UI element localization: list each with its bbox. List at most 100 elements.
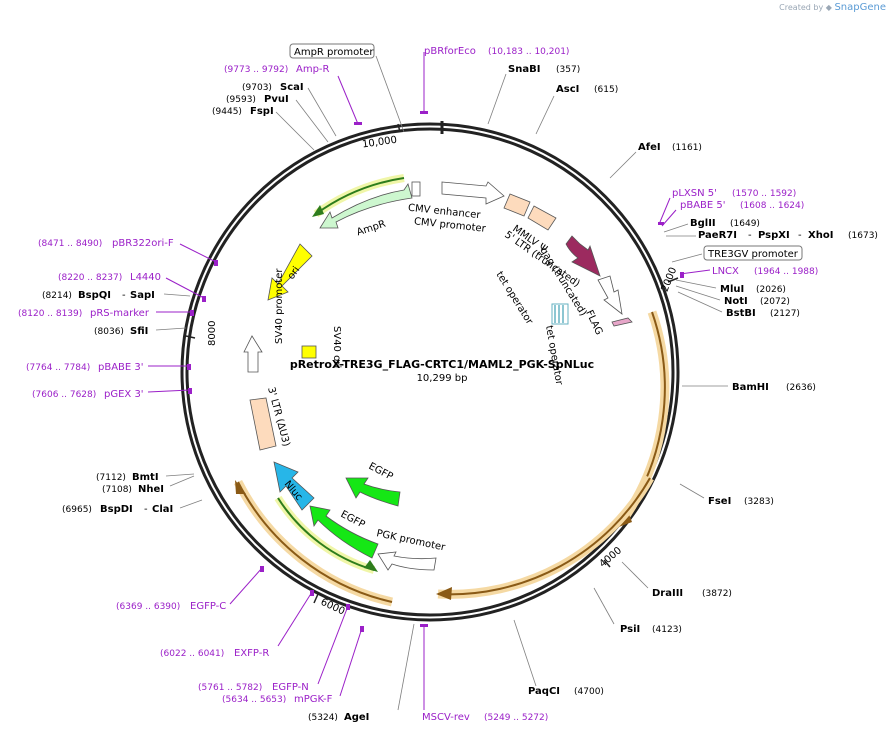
primer-lncx-coord: (1964 .. 1988) (754, 267, 818, 277)
flag-feature (611, 317, 633, 327)
primer-line-l4440 (165, 277, 205, 299)
backbone-outer-ring (180, 122, 680, 622)
ori-feature (267, 243, 313, 301)
site-bstbi-coord: (2127) (770, 309, 800, 319)
primer-pbabe5: pBABE 5' (680, 200, 726, 211)
leader-bglii (663, 223, 689, 233)
site-leader-lines (155, 55, 728, 711)
primer-pbabe3: pBABE 3' (98, 362, 144, 373)
cmv-enhancer-feature (441, 181, 505, 205)
leader-tre3gv (671, 253, 703, 263)
site-sep-2: - (798, 230, 802, 241)
sv40-promoter-label: SV40 promoter (274, 268, 285, 344)
site-draiii-coord: (3872) (702, 589, 732, 599)
site-pspxi: PspXI (758, 230, 790, 241)
primer-l4440: L4440 (130, 272, 161, 283)
egfp-outer-arc-line (277, 497, 375, 571)
ampr-promoter-box-label: AmpR promoter (294, 47, 374, 58)
site-clai: ClaI (152, 504, 173, 515)
primer-marker (360, 626, 364, 632)
primer-lines (147, 52, 711, 710)
tick-label-8000: 8000 (207, 321, 218, 346)
primer-lncx: LNCX (712, 266, 739, 277)
leader-noti (675, 285, 721, 301)
snapgene-credit: Created by ◆ SnapGene (779, 2, 886, 13)
site-snabi: SnaBI (508, 64, 540, 75)
site-bspdi: BspDI (100, 504, 133, 515)
primer-line-amp-r (337, 75, 359, 125)
primer-marker (680, 272, 684, 278)
primer-pbrforeco-coord: (10,183 .. 10,201) (488, 47, 569, 57)
leader-pvui (295, 99, 329, 143)
primer-marker (187, 364, 191, 370)
primer-line-pgex3 (147, 389, 191, 393)
site-sfii-coord: (8036) (94, 327, 124, 337)
primer-exfp-r-coord: (6022 .. 6041) (160, 649, 224, 659)
primer-amp-r-coord: (9773 .. 9792) (224, 65, 288, 75)
leader-clai (179, 499, 203, 509)
site-snabi-coord: (357) (556, 65, 580, 75)
site-xhoi-coord: (1673) (848, 231, 878, 241)
site-afei-coord: (1161) (672, 143, 702, 153)
ampr-outer-arc-head (312, 205, 324, 217)
ltr3-feature (249, 397, 277, 451)
primer-pbr322ori: pBR322ori-F (112, 238, 174, 249)
site-scai-coord: (9703) (242, 83, 272, 93)
site-bspqi: BspQI (78, 290, 111, 301)
right-site-labels: SnaBI (357) AscI (615) AfeI (1161) BglII… (508, 64, 878, 697)
primer-mscv-rev-coord: (5249 .. 5272) (484, 713, 548, 723)
site-pvui-coord: (9593) (226, 95, 256, 105)
primer-mscv-rev: MSCV-rev (422, 712, 470, 723)
primer-marker (214, 260, 218, 266)
site-afei: AfeI (638, 142, 661, 153)
flag-label: FLAG (583, 309, 604, 337)
leader-fsei (679, 483, 705, 499)
tick-10000 (397, 123, 401, 133)
leader-sfii (155, 327, 187, 331)
primer-plxsn-coord: (1570 .. 1592) (732, 189, 796, 199)
leader-asci (535, 95, 555, 135)
pgk-promoter-feature (377, 551, 437, 571)
credit-text: Created by (779, 3, 824, 12)
egfp-feature-upper (345, 477, 401, 507)
ampr-label: AmpR (355, 219, 387, 239)
site-sep-1: - (748, 230, 752, 241)
tre3gv-promoter-box (703, 245, 803, 261)
tet-operator-label-1: tet operator (493, 270, 535, 328)
site-fsei: FseI (708, 496, 731, 507)
site-fspi: FspI (250, 106, 274, 117)
ampr-promoter-feature (411, 181, 421, 197)
site-sep-4: - (122, 290, 126, 301)
primer-marker (260, 566, 264, 572)
primer-plxsn: pLXSN 5' (672, 188, 717, 199)
site-bspdi-coord: (6965) (62, 505, 92, 515)
ampr-outer-arc-line (315, 177, 405, 215)
site-fspi-coord: (9445) (212, 107, 242, 117)
primer-line-lncx (679, 269, 711, 275)
leader-scai (307, 87, 337, 137)
snapgene-logo-icon: ◆ (825, 3, 832, 12)
site-sfii: SfiI (130, 326, 148, 337)
sv40-promoter-feature (243, 335, 263, 373)
primer-pbr322ori-coord: (8471 .. 8490) (38, 239, 102, 249)
site-nhei-coord: (7108) (102, 485, 132, 495)
site-draiii: DraIII (652, 588, 683, 599)
leader-snabi (487, 73, 507, 125)
leader-sapi (163, 293, 191, 297)
crtc-maml2-orf-line-2 (437, 477, 651, 596)
leader-mlui (675, 279, 717, 289)
nluc-feature (273, 461, 315, 511)
lower-left-orf-line (237, 481, 393, 603)
primer-line-pbr322ori (179, 243, 217, 263)
pgk-promoter-label: PGK promoter (375, 528, 447, 553)
site-pvui: PvuI (264, 94, 289, 105)
primer-prs: pRS-marker (90, 308, 150, 319)
primer-pgex3-coord: (7606 .. 7628) (32, 390, 96, 400)
site-nhei: NheI (138, 484, 164, 495)
tick-label-4000: 4000 (597, 545, 624, 570)
primer-marker (202, 296, 206, 302)
sv40-ori-feature (301, 345, 317, 359)
site-psii: PsiI (620, 624, 640, 635)
tick-2000 (667, 277, 679, 283)
tre3gv-promoter-feature (597, 275, 623, 315)
